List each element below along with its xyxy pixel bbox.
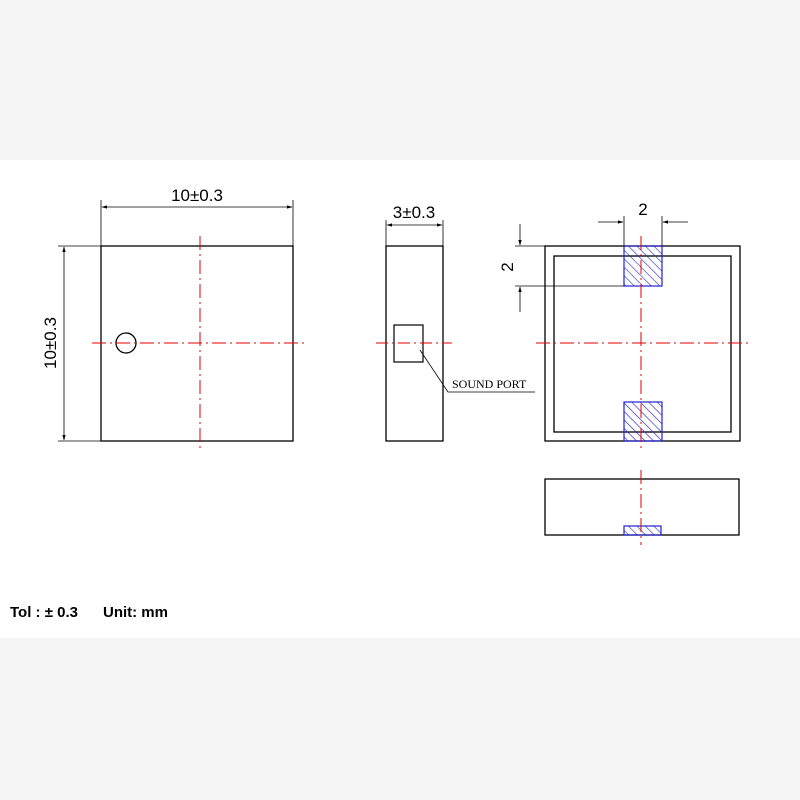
pad-height-dimension: 2 — [498, 262, 517, 271]
top-terminal-pad — [623, 245, 663, 287]
lower-terminal-pad — [623, 525, 662, 536]
pad-width-dimension: 2 — [638, 200, 647, 219]
bottom-view: 2 2 — [498, 200, 750, 452]
top-width-dimension: 10±0.3 — [171, 186, 223, 205]
footer-note: Tol : ± 0.3 Unit: mm — [10, 604, 168, 621]
drawing-area: 10±0.3 10±0.3 3±0.3 SOUND PORT — [0, 160, 800, 638]
side-thickness-dimension: 3±0.3 — [393, 203, 435, 222]
side-view: 3±0.3 SOUND PORT — [376, 203, 535, 442]
tolerance-note: Tol : ± 0.3 — [10, 604, 78, 621]
bottom-terminal-pad — [623, 401, 663, 442]
sound-port-leader — [419, 349, 535, 393]
left-height-dimension: 10±0.3 — [41, 317, 60, 369]
unit-note: Unit: mm — [102, 604, 168, 621]
front-view: 10±0.3 10±0.3 — [41, 186, 306, 452]
sound-port-label: SOUND PORT — [452, 377, 527, 391]
lower-side-view — [544, 470, 740, 545]
technical-drawing: 10±0.3 10±0.3 3±0.3 SOUND PORT — [41, 186, 750, 545]
